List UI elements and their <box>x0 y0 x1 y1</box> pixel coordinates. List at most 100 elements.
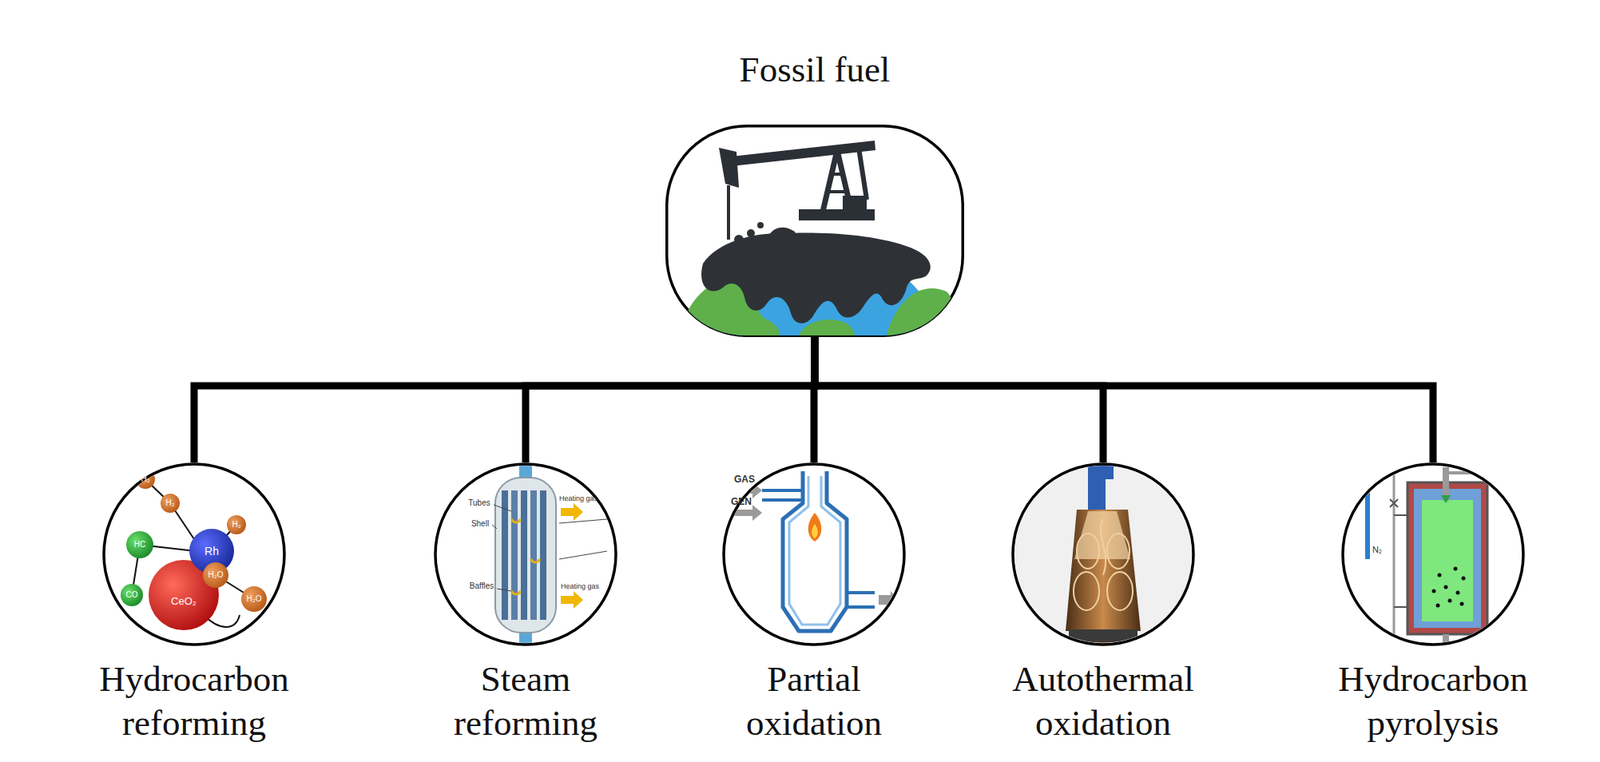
pyrolysis-reactor-illustration-part <box>1432 567 1466 608</box>
pyrolysis-reactor-illustration-part <box>1393 606 1408 608</box>
steam-reformer-illustration-part <box>520 490 528 620</box>
node-outline <box>1341 462 1525 647</box>
steam-reformer-illustration-part <box>560 591 584 609</box>
pyrolysis-reactor-illustration-part-part <box>1436 603 1441 608</box>
tree-connector <box>814 337 1104 463</box>
process-circle: Partial oxidation <box>722 462 906 647</box>
catalyst-molecule-illustration-part-part <box>131 544 140 596</box>
part-label: Shell <box>471 520 489 529</box>
tree-connector <box>813 337 815 463</box>
part-label: Heating gas <box>560 583 600 591</box>
part-label: H₂O <box>208 571 224 580</box>
node-label: Fossil fuel <box>545 47 1084 92</box>
part-label: CeO₂ <box>170 595 197 607</box>
oil-well-earth-illustration-part <box>730 140 876 167</box>
pyrolysis-reactor-illustration-part-part <box>1448 599 1453 604</box>
partial-oxidation-reactor-illustration-part <box>762 488 802 493</box>
autothermal-reactor-illustration-part-part <box>1073 571 1100 611</box>
catalyst-molecule-illustration-part <box>202 562 229 588</box>
process-circle: Autothermal oxidation <box>1011 462 1196 647</box>
catalyst-molecule-illustration-part <box>135 469 155 489</box>
oil-well-earth-illustration-part <box>766 227 799 240</box>
pyrolysis-reactor-illustration-part <box>1407 482 1488 635</box>
pyrolysis-reactor-illustration-part-part <box>1456 591 1461 596</box>
process-circle: Hydrocarbon reforming <box>102 462 286 647</box>
pyrolysis-reactor-illustration-part <box>1365 479 1370 560</box>
pyrolysis-reactor-illustration-part <box>1389 499 1398 508</box>
source-box: Fossil fuel <box>665 124 965 338</box>
process-circle: Hydrocarbon pyrolysis <box>1341 462 1525 647</box>
part-label: H₂ <box>165 499 175 508</box>
autothermal-reactor-illustration-part <box>1087 464 1106 512</box>
steam-reformer-illustration-part <box>519 464 533 485</box>
partial-oxidation-reactor-illustration <box>728 471 899 632</box>
oil-well-earth-illustration-part <box>886 288 955 336</box>
steam-reformer-illustration-part <box>495 477 556 633</box>
pyrolysis-reactor-illustration-part <box>1449 471 1486 475</box>
steam-reformer-illustration-part <box>511 490 518 620</box>
oil-well-earth-illustration-part <box>718 147 739 188</box>
autothermal-reactor-illustration <box>1014 464 1192 659</box>
part-label: H₂ <box>231 520 241 529</box>
autothermal-reactor-illustration-part-part <box>1100 519 1106 576</box>
steam-reformer-illustration-part <box>519 626 533 646</box>
steam-reformer-illustration-part <box>493 504 512 512</box>
circle-outline <box>1012 464 1194 645</box>
oil-well-earth-illustration <box>674 140 955 336</box>
part-label: CO <box>126 591 139 600</box>
pyrolysis-reactor-illustration-part <box>1393 514 1408 517</box>
node-label: Hydrocarbon pyrolysis <box>1321 657 1545 746</box>
process-circle: Steam reforming <box>433 462 618 647</box>
circle-outline <box>723 464 905 645</box>
pyrolysis-reactor-illustration-part <box>1442 634 1450 649</box>
catalyst-molecule-illustration-part <box>189 528 235 574</box>
oil-well-earth-illustration-part <box>822 150 852 212</box>
pyrolysis-reactor-illustration-part <box>1421 500 1473 622</box>
catalyst-molecule-illustration-part-part <box>215 575 255 600</box>
oil-well-earth-illustration-part <box>701 233 931 324</box>
oil-well-earth-illustration-part <box>734 234 744 245</box>
part-label: N₂ <box>1372 545 1382 555</box>
catalyst-molecule-illustration-part-part <box>203 615 240 628</box>
partial-oxidation-reactor-illustration-part <box>811 524 818 539</box>
steam-reformer-illustration <box>492 464 608 646</box>
pyrolysis-reactor-illustration <box>1367 467 1488 649</box>
part-label: Rh <box>204 545 219 557</box>
pyrolysis-reactor-illustration-part-part <box>1461 576 1466 581</box>
circle-outline <box>1342 464 1524 645</box>
catalyst-molecule-illustration-part-part <box>183 575 216 592</box>
part-label: Tubes <box>468 499 490 508</box>
node-label: Hydrocarbon reforming <box>82 657 306 746</box>
steam-reformer-illustration-part <box>560 503 584 521</box>
node-outline <box>1011 462 1196 647</box>
oil-well-earth-illustration-part <box>798 319 855 336</box>
node-outline <box>102 462 286 647</box>
steam-reformer-illustration-part <box>539 490 547 620</box>
rounded-outline <box>666 126 964 337</box>
oil-well-earth-illustration-part <box>674 243 954 336</box>
oil-well-earth-illustration-part <box>798 209 875 221</box>
part-label: Heating gas <box>559 495 598 503</box>
steam-reformer-illustration-part <box>496 588 512 592</box>
pyrolysis-reactor-illustration-part-part <box>1432 589 1437 594</box>
partial-oxidation-reactor-illustration-part <box>789 476 841 625</box>
circle-outline <box>103 464 285 645</box>
catalyst-molecule-illustration-part <box>120 583 143 607</box>
node-label: Steam reforming <box>413 657 638 746</box>
node-label: Partial oxidation <box>702 657 926 746</box>
partial-oxidation-reactor-illustration-part <box>808 512 822 542</box>
catalyst-molecule-illustration-part <box>226 515 247 535</box>
node-label: Autothermal oxidation <box>991 657 1215 746</box>
autothermal-reactor-illustration-part <box>1065 509 1141 632</box>
partial-oxidation-reactor-illustration-part <box>878 591 899 609</box>
partial-oxidation-reactor-illustration-part <box>782 471 847 632</box>
catalyst-molecule-illustration-part-part <box>145 479 171 504</box>
tree-connector <box>814 337 1434 463</box>
partial-oxidation-reactor-illustration-part <box>762 498 802 502</box>
oil-well-earth-illustration-part <box>726 185 731 240</box>
